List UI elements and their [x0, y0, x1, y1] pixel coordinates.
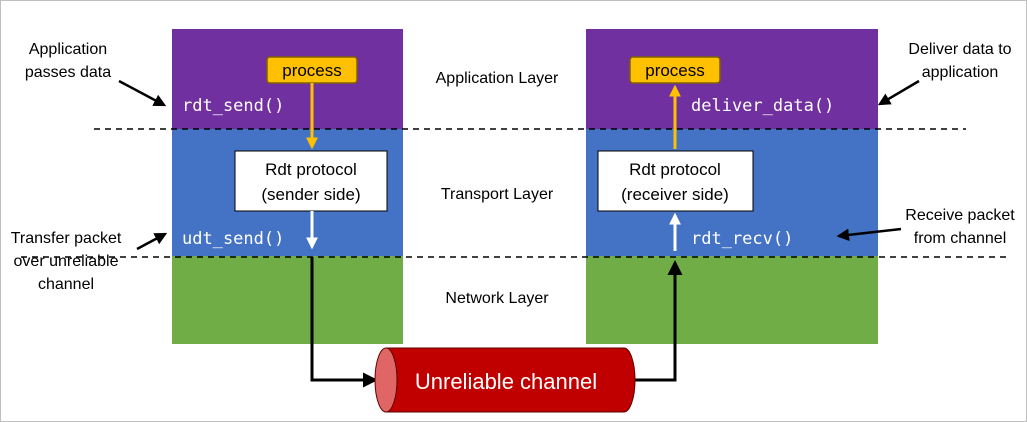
receive-packet-line2: from channel	[914, 230, 1007, 247]
receiver-process-label: process	[645, 61, 705, 80]
receiver-process-box	[629, 56, 721, 84]
receiver-protocol-line2: (receiver side)	[621, 185, 729, 204]
transport-layer-label: Transport Layer	[441, 186, 554, 203]
channel-to-receiver-path	[630, 260, 683, 382]
receiver-protocol-box	[597, 150, 754, 212]
deliver-data-call: deliver_data()	[691, 96, 834, 116]
network-layer-label: Network Layer	[445, 290, 549, 307]
receive-packet-pointer	[836, 227, 902, 242]
deliver-data-pointer	[877, 79, 920, 106]
unreliable-channel	[374, 347, 636, 413]
sender-protocol-box	[234, 150, 388, 212]
app-passes-data-line1: Application	[29, 41, 107, 58]
deliver-data-line1: Deliver data to	[908, 41, 1011, 58]
sender-to-channel-path	[310, 257, 378, 388]
transfer-packet-line1: Transfer packet	[11, 230, 122, 247]
application-layer-label: Application Layer	[436, 70, 559, 87]
app-passes-data-line2: passes data	[25, 64, 111, 81]
sender-network-layer	[172, 256, 403, 344]
transfer-packet-line2: over unreliable	[14, 253, 119, 270]
transfer-packet-pointer	[136, 232, 168, 251]
app-passes-pointer	[118, 79, 167, 107]
deliver-data-line2: application	[922, 64, 999, 81]
sender-protocol-line2: (sender side)	[261, 185, 360, 204]
udt-send-call: udt_send()	[182, 229, 284, 249]
rdt-send-call: rdt_send()	[182, 96, 284, 116]
transfer-packet-line3: channel	[38, 276, 94, 293]
rdt-recv-call: rdt_recv()	[691, 229, 793, 249]
sender-process-label: process	[282, 61, 342, 80]
receiver-network-layer	[586, 256, 878, 344]
receive-packet-line1: Receive packet	[905, 207, 1015, 224]
sender-protocol-line1: Rdt protocol	[265, 160, 357, 179]
unreliable-channel-label: Unreliable channel	[415, 369, 597, 394]
receiver-protocol-line1: Rdt protocol	[629, 160, 721, 179]
